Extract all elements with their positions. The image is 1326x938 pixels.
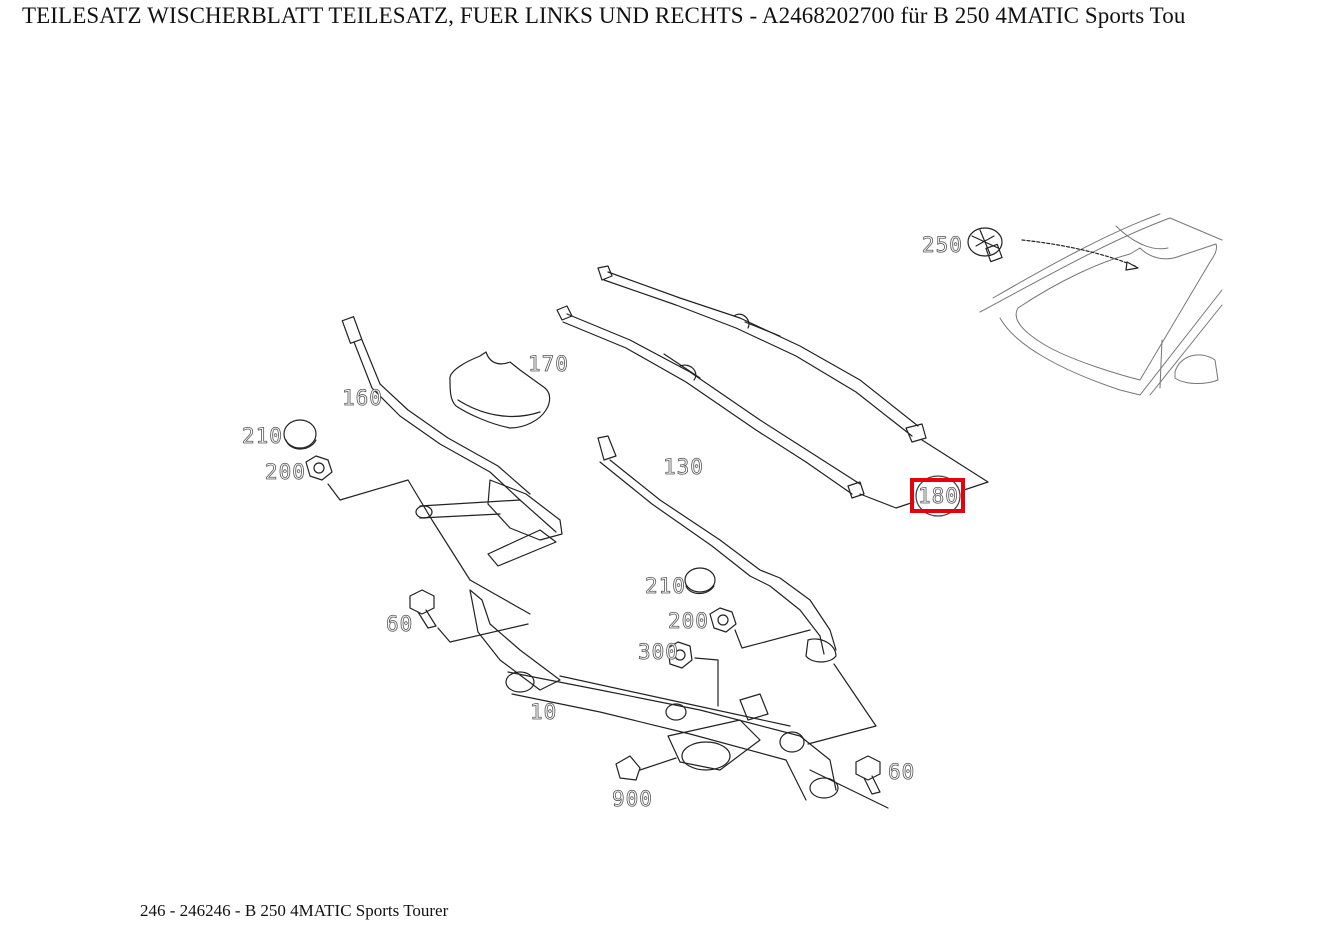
callout-part-900[interactable]: 900 xyxy=(612,787,653,811)
bolt-left xyxy=(409,589,437,629)
wiper-arm-right xyxy=(597,435,837,663)
cap-part-right xyxy=(684,567,716,593)
bolt-right xyxy=(855,755,881,795)
callout-part-60[interactable]: 60 xyxy=(888,760,916,784)
nut-300 xyxy=(667,641,693,669)
nut-part-right xyxy=(709,607,737,633)
cover-part xyxy=(449,351,551,429)
connector-900 xyxy=(615,755,641,781)
callout-part-170[interactable]: 170 xyxy=(528,352,569,376)
cap-part-left xyxy=(283,419,317,449)
wiper-arm-left xyxy=(341,316,563,567)
callout-part-250[interactable]: 250 xyxy=(922,233,963,257)
callout-part-130[interactable]: 130 xyxy=(663,455,704,479)
leader-line-180 xyxy=(859,439,989,509)
windshield-car-outline xyxy=(979,213,1223,396)
wiper-linkage xyxy=(469,589,839,801)
rain-sensor-part xyxy=(967,227,1003,263)
sensor-arrow xyxy=(1021,239,1136,267)
wiper-blade-lower xyxy=(556,305,865,499)
callout-part-210[interactable]: 210 xyxy=(242,424,283,448)
callout-part-60[interactable]: 60 xyxy=(386,612,414,636)
nut-part-left xyxy=(305,455,333,481)
callout-part-300[interactable]: 300 xyxy=(638,640,679,664)
callout-part-200[interactable]: 200 xyxy=(265,460,306,484)
callout-part-180[interactable]: 180 xyxy=(910,478,965,513)
footer-caption: 246 - 246246 - B 250 4MATIC Sports Toure… xyxy=(140,901,449,920)
callout-part-210[interactable]: 210 xyxy=(645,574,686,598)
callout-part-160[interactable]: 160 xyxy=(342,386,383,410)
callout-part-10[interactable]: 10 xyxy=(530,700,558,724)
leader-line-200-left xyxy=(327,479,531,615)
callout-part-200[interactable]: 200 xyxy=(668,609,709,633)
page-title: TEILESATZ WISCHERBLATT TEILESATZ, FUER L… xyxy=(22,3,1186,28)
leader-line-right xyxy=(807,663,889,809)
wiper-blade-upper xyxy=(597,265,927,443)
